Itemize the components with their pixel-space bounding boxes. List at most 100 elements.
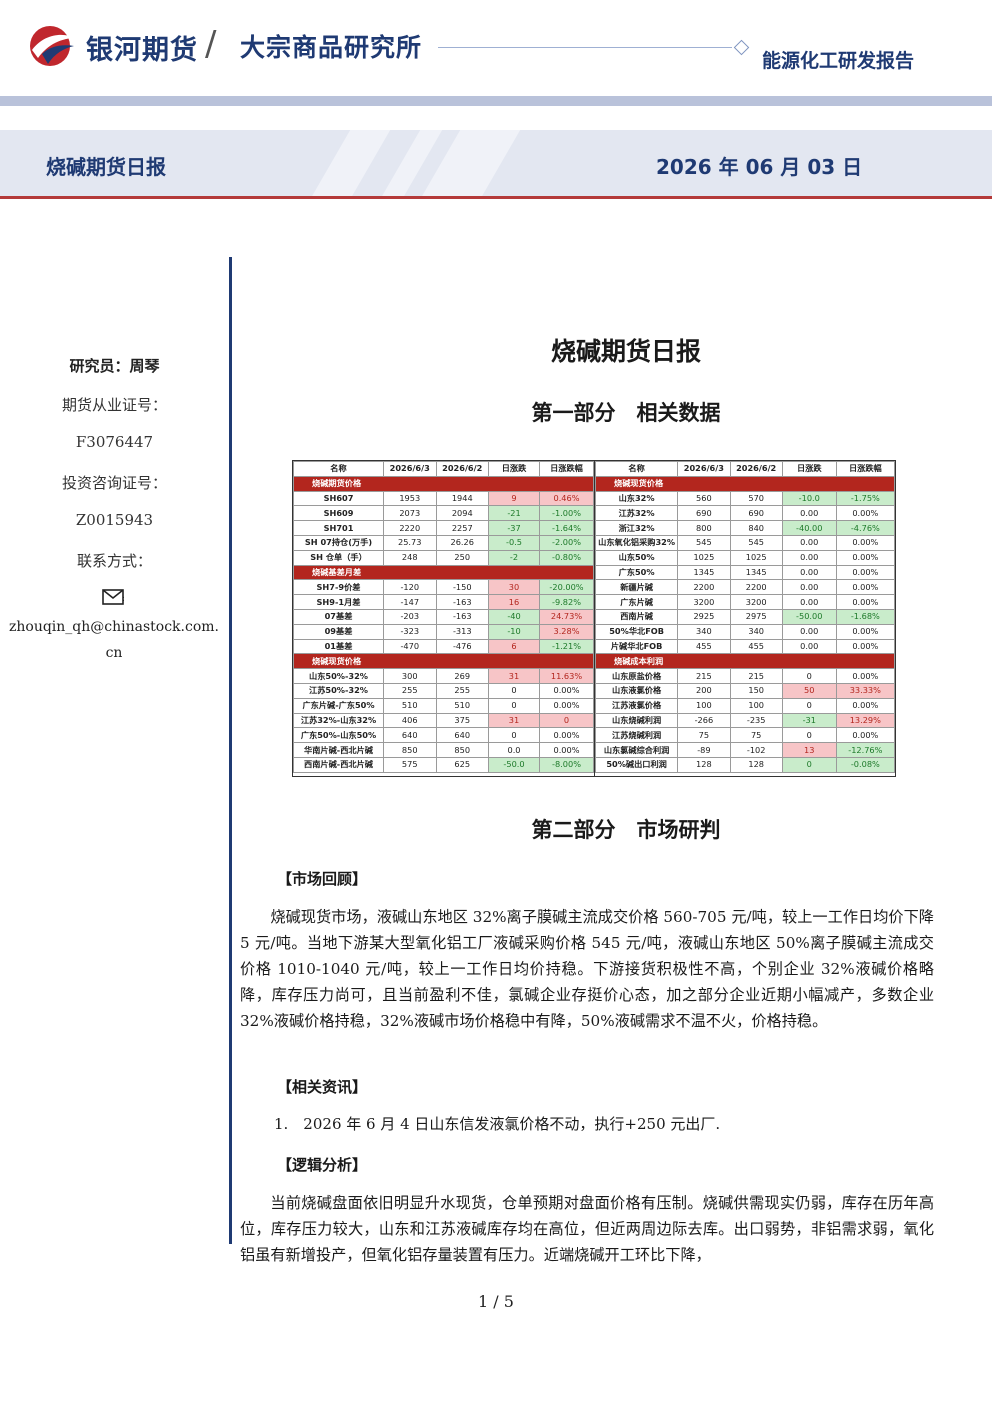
table-cell: -50.00 <box>781 608 837 625</box>
table-cell: 2257 <box>435 520 489 536</box>
header-rule <box>438 47 732 48</box>
table-section-row: 烧碱成本利润 <box>595 653 895 670</box>
table-cell: 455 <box>677 638 731 655</box>
table-header-cell: 2026/6/2 <box>729 461 783 477</box>
mail-icon: : <box>102 589 124 605</box>
table-header-cell: 日涨跌 <box>488 461 540 477</box>
row-name-cell: 片碱华北FOB <box>594 638 679 655</box>
table-cell: -1.64% <box>539 520 594 536</box>
row-name-cell: 山东50% <box>594 549 679 566</box>
row-name-cell: SH 仓单（手） <box>293 549 384 566</box>
email-link[interactable]: zhouqin_qh@chinastock.com.cn <box>9 619 219 661</box>
galaxy-futures-logo-icon <box>30 26 76 66</box>
row-name-cell: 07基差 <box>293 608 384 625</box>
table-cell: 0.00 <box>781 534 837 551</box>
table-cell: 250 <box>435 549 489 566</box>
table-cell: 840 <box>729 520 783 536</box>
table-cell: 11.63% <box>539 668 594 684</box>
table-cell: -40.00 <box>781 520 837 536</box>
table-section-row: 烧碱基差月差 <box>293 564 594 581</box>
row-name-cell: 山东烧碱利润 <box>594 712 679 729</box>
row-name-cell: SH607 <box>293 490 384 507</box>
brand-name: 银河期货 <box>86 35 198 66</box>
table-cell: 269 <box>435 668 489 684</box>
table-section-label: 烧碱期货价格 <box>293 475 594 492</box>
table-cell: 0.00% <box>835 697 896 714</box>
table-cell: -37 <box>488 520 540 536</box>
table-cell: 248 <box>383 549 437 566</box>
table-cell: -266 <box>677 712 731 729</box>
table-cell: -323 <box>383 623 437 640</box>
table-cell: 0.00 <box>781 579 837 596</box>
table-cell: -50.0 <box>488 756 540 773</box>
table-cell: -1.21% <box>539 638 594 655</box>
table-cell: 128 <box>729 756 783 773</box>
table-cell: 455 <box>729 638 783 655</box>
table-cell: 2200 <box>729 579 783 596</box>
table-cell: 33.33% <box>835 682 896 699</box>
row-name-cell: 50%华北FOB <box>594 623 679 640</box>
table-cell: 0.00% <box>835 564 896 581</box>
table-cell: 340 <box>677 623 731 640</box>
table-header-cell: 日涨跌幅 <box>835 461 896 477</box>
table-cell: 75 <box>729 727 783 744</box>
row-name-cell: 西南片碱-西北片碱 <box>293 756 384 773</box>
table-cell: 625 <box>435 756 489 773</box>
sidebar-divider <box>229 257 232 1244</box>
table-cell: 0.46% <box>539 490 594 507</box>
table-cell: 2220 <box>383 520 437 536</box>
table-cell: 0.00 <box>781 505 837 522</box>
table-cell: 2975 <box>729 608 783 625</box>
table-cell: 0.00 <box>781 638 837 655</box>
table-cell: 0.00 <box>781 623 837 640</box>
table-cell: 1025 <box>677 549 731 566</box>
table-cell: 640 <box>435 727 489 744</box>
table-cell: 690 <box>677 505 731 522</box>
row-name-cell: 西南片碱 <box>594 608 679 625</box>
table-section-label: 烧碱基差月差 <box>293 564 594 581</box>
svg-text::: : <box>122 594 124 604</box>
table-cell: -470 <box>383 638 437 655</box>
table-cell: 215 <box>729 668 783 684</box>
table-cell: -102 <box>729 742 783 758</box>
table-cell: 3200 <box>677 594 731 610</box>
row-name-cell: 山东50%-32% <box>293 668 384 684</box>
table-cell: 640 <box>383 727 437 744</box>
review-paragraph: 烧碱现货市场，液碱山东地区 32%离子膜碱主流成交价格 560-705 元/吨，… <box>240 908 934 1030</box>
table-cell: 255 <box>435 682 489 699</box>
row-name-cell: SH 07持仓(万手) <box>293 534 384 551</box>
row-name-cell: 山东液氯价格 <box>594 682 679 699</box>
table-cell: 1944 <box>435 490 489 507</box>
table-cell: -20.00% <box>539 579 594 596</box>
daily-report-title: 烧碱期货日报 <box>46 155 166 179</box>
table-cell: 0.0 <box>488 742 540 758</box>
table-cell: -9.82% <box>539 594 594 610</box>
row-name-cell: 江苏液氯价格 <box>594 697 679 714</box>
license-label: 期货从业证号： <box>61 396 167 414</box>
table-cell: 3.28% <box>539 623 594 640</box>
table-cell: -235 <box>729 712 783 729</box>
table-cell: -163 <box>435 608 489 625</box>
table-cell: 0.00% <box>539 697 594 714</box>
table-cell: 0 <box>781 727 837 744</box>
table-header-cell: 名称 <box>594 461 679 477</box>
table-cell: 0 <box>488 682 540 699</box>
table-cell: 1953 <box>383 490 437 507</box>
